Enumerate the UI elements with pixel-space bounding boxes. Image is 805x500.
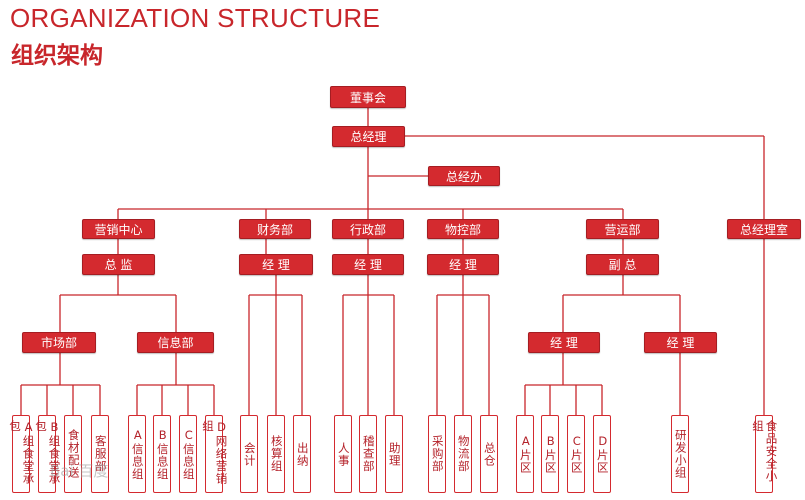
node-director: 总 监 <box>82 254 155 275</box>
leaf-purchasing: 采购部 <box>428 415 446 493</box>
leaf-customer-service: 客服部 <box>91 415 109 493</box>
node-ops-manager-2: 经 理 <box>644 332 717 353</box>
leaf-info-d: D网络营销组 <box>201 415 229 493</box>
leaf-info-a: A信息组 <box>128 415 146 493</box>
leaf-a-group-canteen: A组食堂承包 <box>8 415 36 493</box>
node-info-dept: 信息部 <box>137 332 214 353</box>
node-admin: 行政部 <box>332 219 404 239</box>
node-ops-manager-1: 经 理 <box>528 332 600 353</box>
leaf-zone-c: C片区 <box>567 415 585 493</box>
leaf-warehouse: 总仓 <box>480 415 498 493</box>
page-title-en: ORGANIZATION STRUCTURE <box>10 3 381 33</box>
node-gm-office: 总经办 <box>428 166 500 186</box>
leaf-food-safety: 食品安全小组 <box>751 415 779 493</box>
watermark-baidu: Bai 百度 <box>50 462 109 480</box>
node-market-dept: 市场部 <box>22 332 96 353</box>
node-board: 董事会 <box>330 86 406 108</box>
node-marketing-center: 营销中心 <box>82 219 155 239</box>
node-general-manager: 总经理 <box>332 126 405 147</box>
leaf-zone-a: A片区 <box>516 415 534 493</box>
leaf-info-c: C信息组 <box>179 415 197 493</box>
leaf-cashier: 出纳 <box>293 415 311 493</box>
leaf-b-group-canteen: B组食堂承包 <box>34 415 62 493</box>
node-logistics-control: 物控部 <box>427 219 499 239</box>
leaf-accounting: 会计 <box>240 415 258 493</box>
node-deputy-gm: 副 总 <box>586 254 659 275</box>
leaf-zone-b: B片区 <box>541 415 559 493</box>
leaf-logistics-dept: 物流部 <box>454 415 472 493</box>
node-logistics-manager: 经 理 <box>427 254 499 275</box>
node-operations: 营运部 <box>586 219 659 239</box>
node-finance-manager: 经 理 <box>239 254 313 275</box>
leaf-audit-group: 核算组 <box>267 415 285 493</box>
leaf-rd-team: 研发小组 <box>671 415 689 493</box>
node-gm-room: 总经理室 <box>727 219 801 239</box>
leaf-zone-d: D片区 <box>593 415 611 493</box>
leaf-inspection: 稽查部 <box>359 415 377 493</box>
node-admin-manager: 经 理 <box>332 254 404 275</box>
leaf-food-delivery: 食材配送 <box>64 415 82 493</box>
leaf-hr: 人事 <box>334 415 352 493</box>
node-finance: 财务部 <box>239 219 311 239</box>
leaf-info-b: B信息组 <box>153 415 171 493</box>
page-title-zh: 组织架构 <box>11 43 103 69</box>
leaf-assistant: 助理 <box>385 415 403 493</box>
